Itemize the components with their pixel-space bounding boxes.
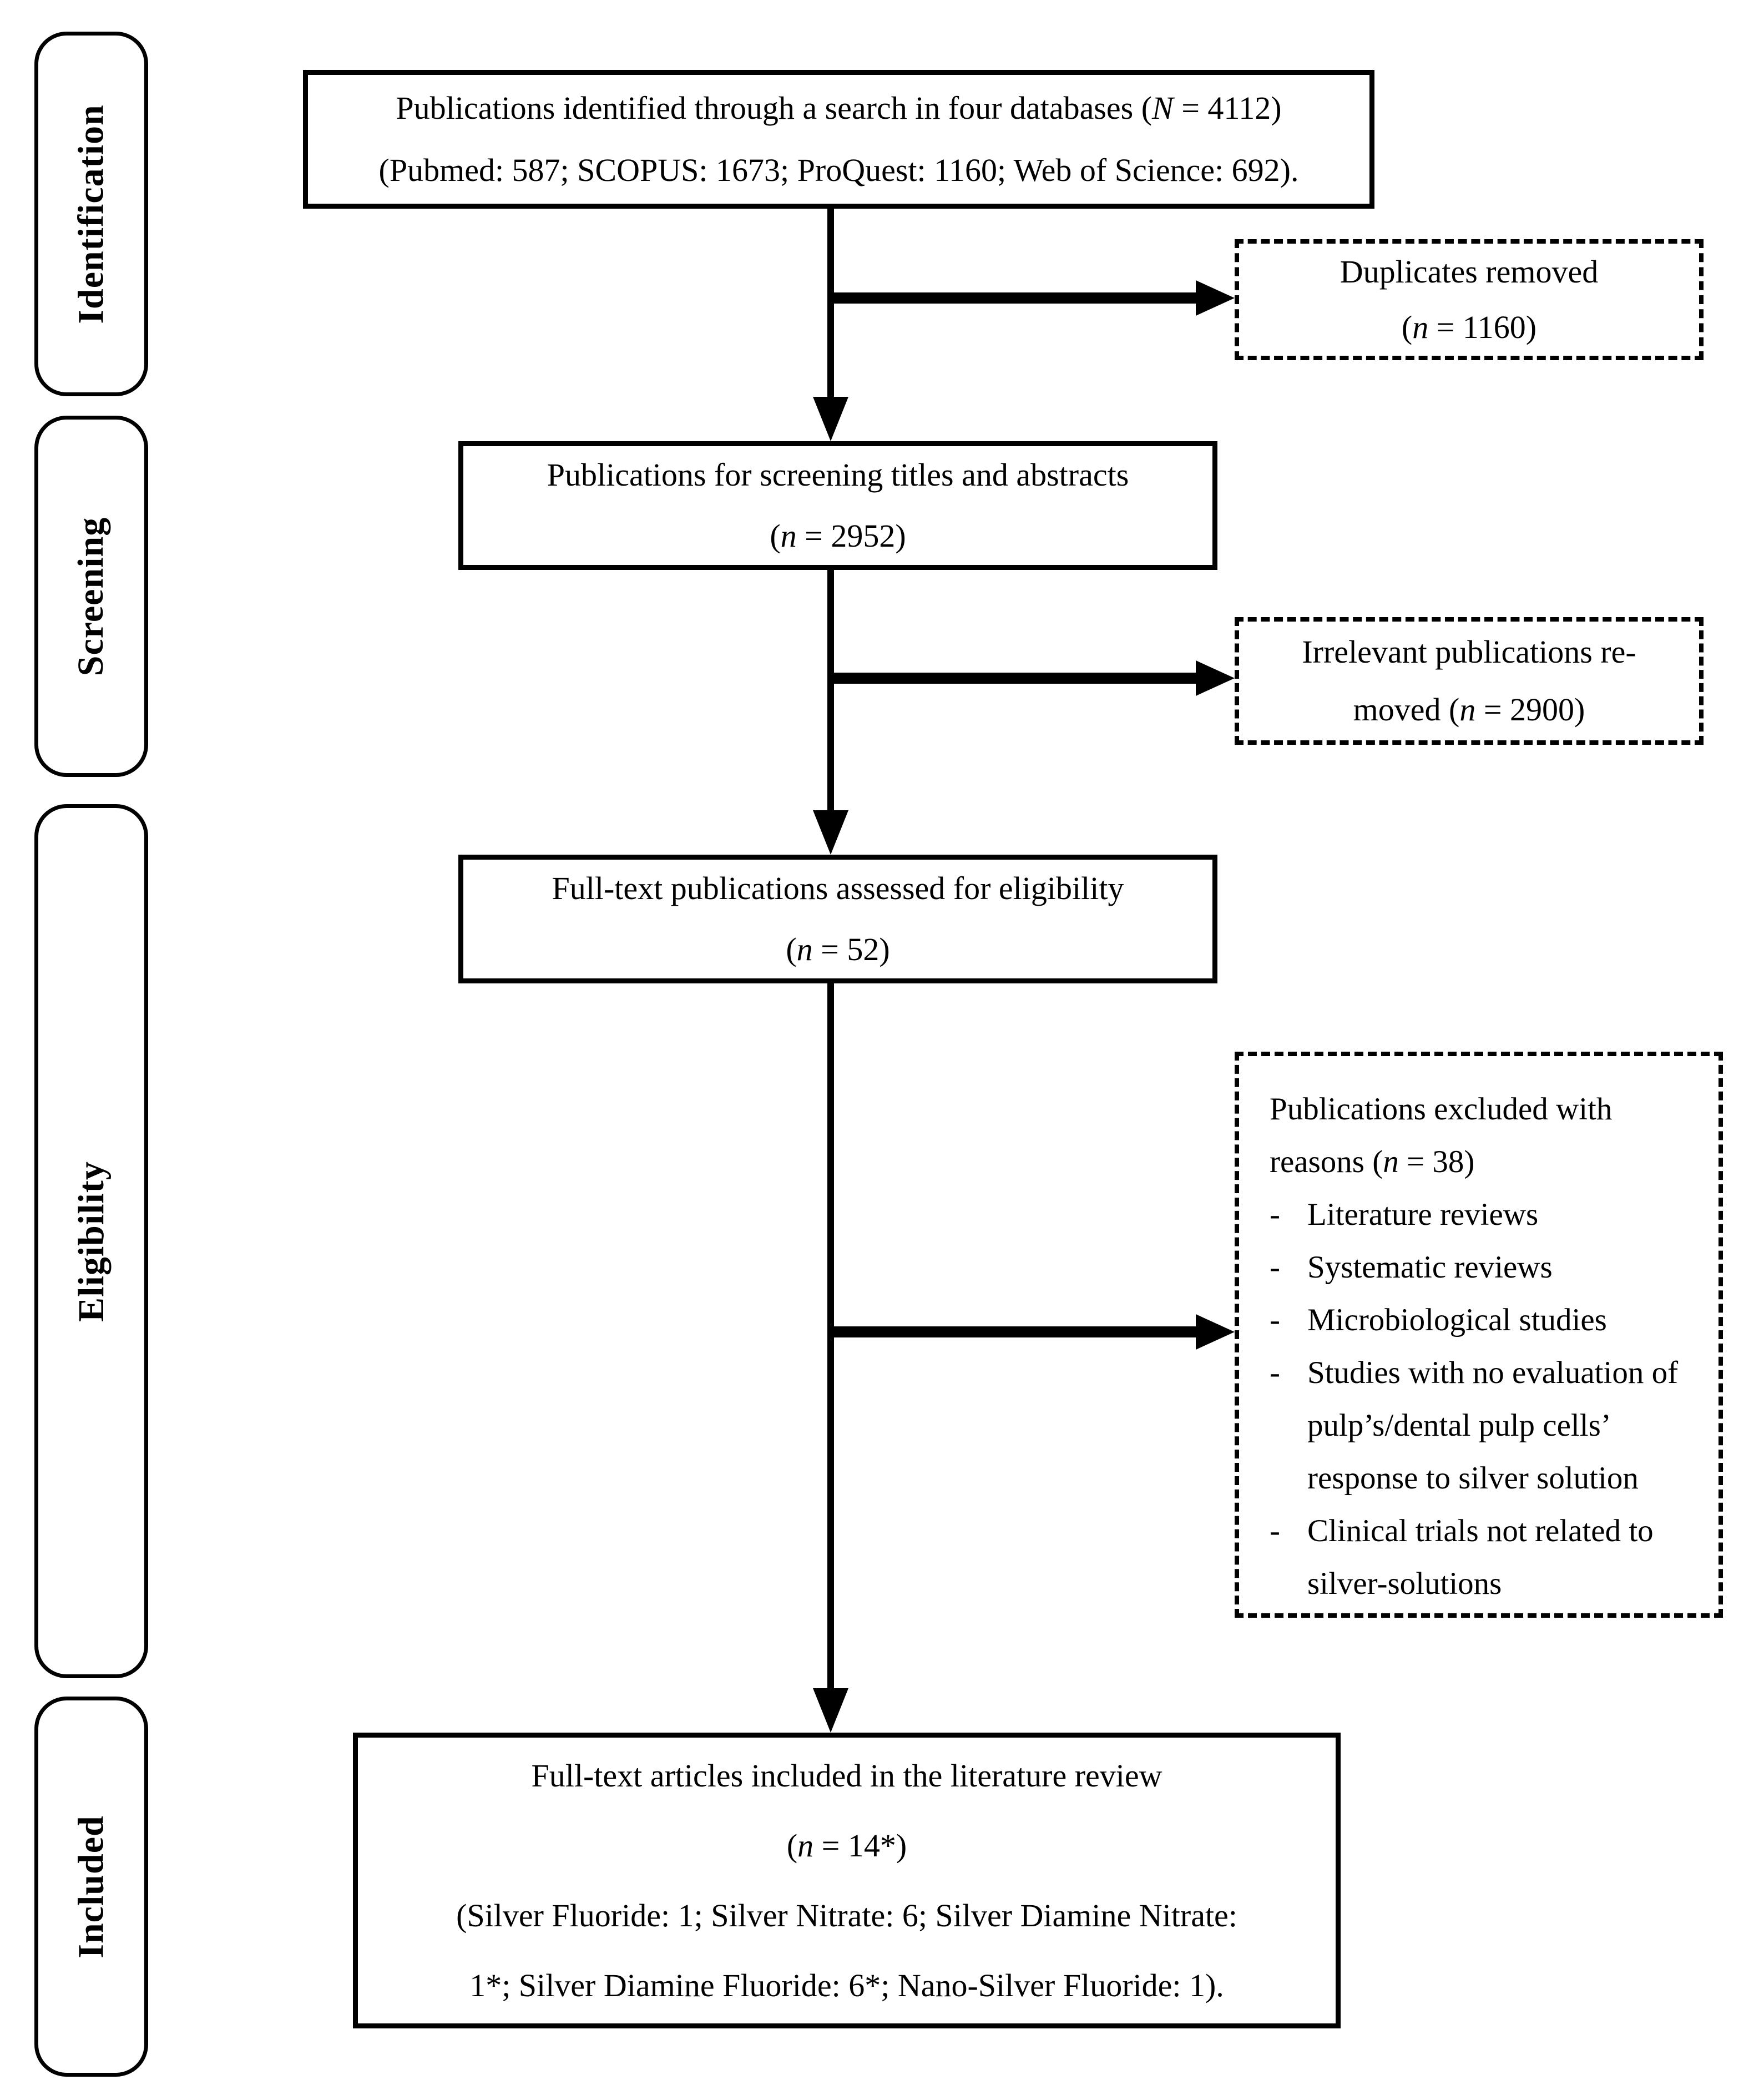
box-publications-identified: Publications identified through a search… — [303, 70, 1374, 209]
arrow-line-screening-to-eligibility — [827, 570, 834, 810]
stage-label-eligibility: Eligibility — [34, 804, 148, 1678]
arrow-line-to-irrelevant-removed — [827, 673, 1199, 684]
arrowhead-down-icon — [813, 810, 848, 855]
box-duplicates-removed: Duplicates removed (n = 1160) — [1235, 239, 1704, 360]
text-line: (Pubmed: 587; SCOPUS: 1673; ProQuest: 11… — [378, 152, 1299, 188]
bullet-text: Systematic reviews — [1307, 1250, 1553, 1285]
text-line: Full-text publications assessed for elig… — [552, 870, 1124, 906]
text-line: Publications identified through a search… — [396, 90, 1282, 126]
arrowhead-right-icon — [1196, 1314, 1235, 1350]
text-line: (n = 2952) — [770, 518, 906, 554]
box-fulltext-included: Full-text articles included in the liter… — [353, 1733, 1341, 2028]
text-line: Full-text articles included in the liter… — [531, 1757, 1162, 1794]
text-line: (n = 1160) — [1401, 309, 1537, 345]
arrowhead-right-icon — [1196, 660, 1235, 696]
bullet-dash-marker: - — [1270, 1355, 1280, 1390]
text-line: (n = 52) — [786, 931, 890, 967]
arrowhead-down-icon — [813, 1688, 848, 1733]
text-line: moved (n = 2900) — [1353, 691, 1585, 728]
box-fulltext-assessed: Full-text publications assessed for elig… — [458, 855, 1217, 983]
exclusion-reason-item: -Literature reviews — [1270, 1188, 1696, 1241]
text-line: Duplicates removed — [1340, 254, 1599, 290]
box-screening-titles-abstracts: Publications for screening titles and ab… — [458, 441, 1217, 570]
box-publications-excluded: Publications excluded with reasons (n = 3… — [1235, 1052, 1723, 1618]
bullet-dash-marker: - — [1270, 1250, 1280, 1285]
exclusion-reason-item: -Studies with no evaluation of pulp’s/de… — [1270, 1346, 1696, 1505]
bullet-text: Clinical trials not related to silver-so… — [1307, 1513, 1654, 1601]
text-line: Irrelevant publications re- — [1302, 634, 1636, 670]
stage-label-text: Screening — [70, 517, 112, 676]
text-line: Publications for screening titles and ab… — [547, 457, 1129, 493]
bullet-dash-marker: - — [1270, 1513, 1280, 1548]
stage-label-screening: Screening — [34, 416, 148, 777]
arrowhead-down-icon — [813, 397, 848, 441]
arrow-line-to-duplicates-removed — [827, 292, 1199, 304]
stage-label-identification: Identification — [34, 32, 148, 396]
bullet-text: Microbiological studies — [1307, 1303, 1607, 1337]
exclusion-reason-item: -Clinical trials not related to silver-s… — [1270, 1505, 1696, 1610]
bullet-dash-marker: - — [1270, 1197, 1280, 1232]
bullet-text: Studies with no evaluation of pulp’s/den… — [1307, 1355, 1679, 1496]
text-line: (Silver Fluoride: 1; Silver Nitrate: 6; … — [456, 1897, 1237, 1934]
stage-label-text: Eligibility — [70, 1160, 112, 1322]
text-line: Publications excluded with — [1270, 1092, 1613, 1127]
arrowhead-right-icon — [1196, 280, 1235, 316]
arrow-line-identified-to-screening — [827, 209, 834, 408]
stage-label-text: Identification — [70, 104, 112, 324]
text-line: reasons (n = 38) — [1270, 1144, 1475, 1179]
stage-label-included: Included — [34, 1697, 148, 2077]
bullet-text: Literature reviews — [1307, 1197, 1539, 1232]
text-line: (n = 14*) — [786, 1827, 907, 1864]
text-line: 1*; Silver Diamine Fluoride: 6*; Nano-Si… — [469, 1967, 1224, 2003]
stage-label-text: Included — [70, 1815, 112, 1958]
exclusion-reason-item: -Systematic reviews — [1270, 1241, 1696, 1294]
box-irrelevant-removed: Irrelevant publications re-moved (n = 29… — [1235, 617, 1704, 745]
arrow-line-to-publications-excluded — [827, 1326, 1199, 1337]
exclusion-reason-item: -Microbiological studies — [1270, 1294, 1696, 1346]
bullet-dash-marker: - — [1270, 1303, 1280, 1337]
